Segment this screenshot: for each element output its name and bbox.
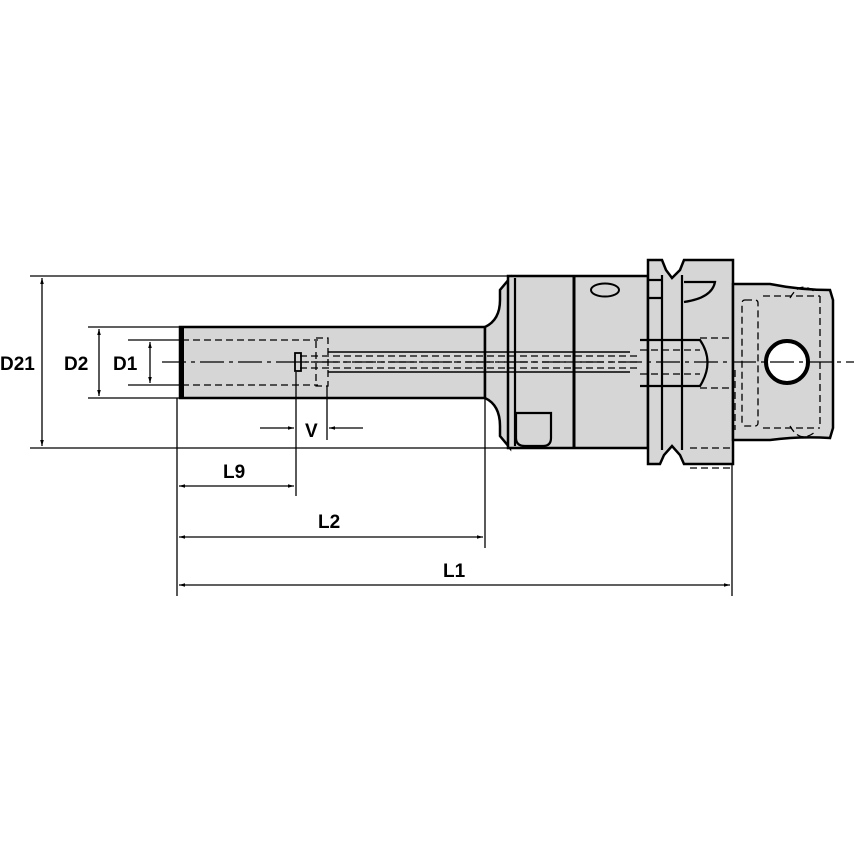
dimension-v: V <box>260 421 363 442</box>
v-label: V <box>305 421 318 442</box>
l1-label: L1 <box>443 561 466 582</box>
dimension-d21: D21 <box>0 278 44 446</box>
d21-label: D21 <box>0 354 35 375</box>
body-slot <box>590 282 620 298</box>
flange <box>646 258 735 466</box>
dimension-d1: D1 <box>113 342 152 383</box>
dimension-l9: L9 <box>179 462 294 488</box>
tool-holder-body <box>178 258 835 469</box>
dimension-l1: L1 <box>179 561 730 587</box>
d2-label: D2 <box>64 354 88 375</box>
l2-label: L2 <box>318 512 340 533</box>
dimension-d2: D2 <box>64 329 101 396</box>
d1-label: D1 <box>113 354 138 375</box>
extension-lines <box>30 275 733 596</box>
body-pocket <box>514 411 553 448</box>
neck-fillet <box>483 274 512 452</box>
dimension-l2: L2 <box>179 512 483 539</box>
l9-label: L9 <box>223 462 245 483</box>
